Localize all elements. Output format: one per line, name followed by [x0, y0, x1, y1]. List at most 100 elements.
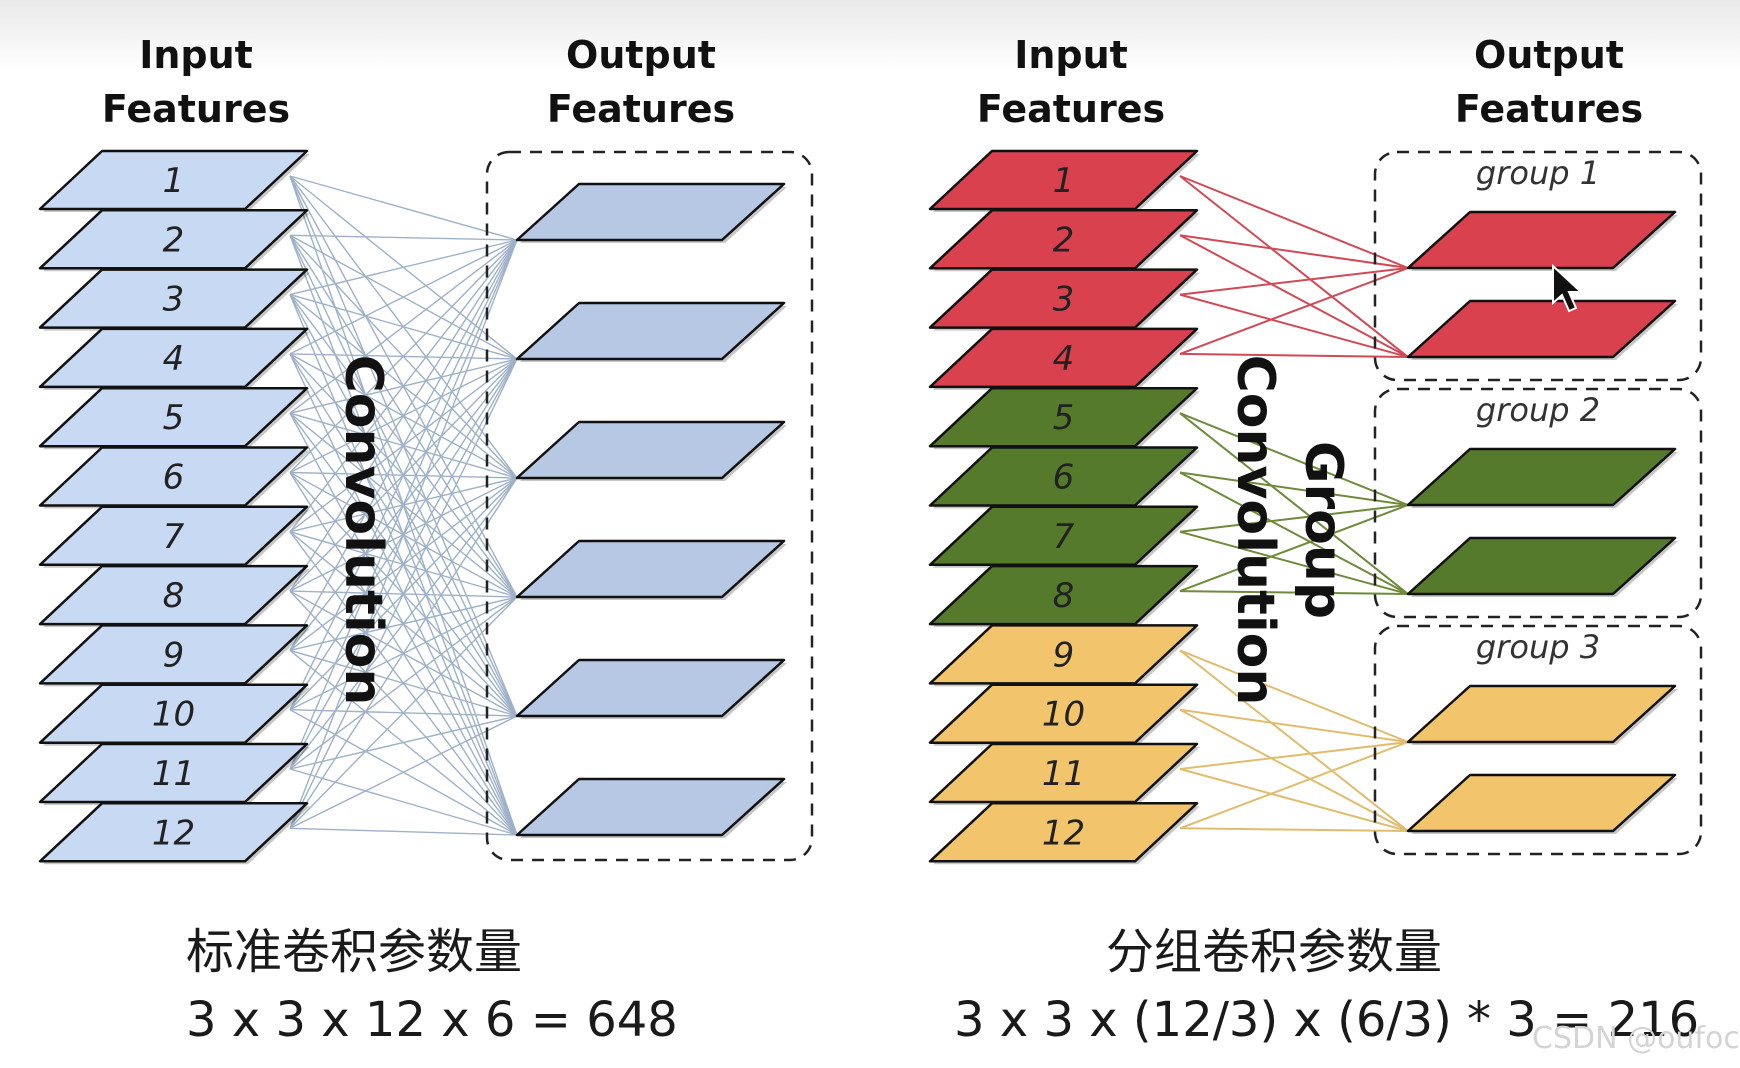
- right-input-feature-map: [928, 386, 1199, 448]
- right-input-number: 1: [1053, 161, 1075, 201]
- group-connection-line: [1179, 708, 1409, 832]
- right-output-title-line1: Output: [1474, 33, 1624, 77]
- left-output-feature-map: [515, 301, 786, 361]
- connection-line: [289, 768, 518, 836]
- right-caption: 分组卷积参数量: [1106, 924, 1442, 980]
- left-input-feature-map: [38, 327, 309, 389]
- right-input-feature-map: [928, 683, 1199, 744]
- cursor-icon: [1552, 263, 1584, 313]
- connection-line: [289, 239, 518, 533]
- left-input-number: 3: [163, 280, 185, 320]
- left-input-feature-map: [38, 386, 309, 448]
- right-input-feature-map: [928, 327, 1199, 389]
- right-output-stack: [1406, 210, 1678, 834]
- right-input-number: 5: [1053, 398, 1075, 438]
- left-input-feature-map: [38, 149, 309, 211]
- right-input-feature-map: [928, 742, 1199, 804]
- right-input-number: 9: [1053, 635, 1075, 675]
- left-output-feature-map: [515, 420, 786, 480]
- left-lines: [289, 175, 518, 836]
- left-input-number: 4: [163, 339, 185, 379]
- left-input-number: 2: [163, 220, 185, 260]
- left-input-title-line1: Input: [139, 33, 253, 77]
- group-connection-line: [1179, 175, 1409, 358]
- connection-line: [289, 596, 518, 829]
- connection-line: [289, 715, 518, 770]
- connection-line: [289, 239, 518, 592]
- left-output-feature-map: [515, 182, 786, 242]
- group-connection-line: [1179, 234, 1409, 358]
- group-connection-line: [1179, 504, 1409, 593]
- left-input-feature-map: [38, 624, 309, 685]
- right-input-number: 10: [1042, 695, 1085, 735]
- group-output-feature-map: [1406, 299, 1677, 359]
- left-operation-label: Convolution: [333, 355, 393, 706]
- connection-line: [289, 239, 518, 414]
- right-input-feature-map: [928, 802, 1199, 863]
- left-input-feature-map: [38, 505, 309, 567]
- group-label: group 2: [1476, 391, 1600, 429]
- group-connection-line: [1179, 471, 1409, 595]
- connection-line: [289, 358, 518, 829]
- left-input-feature-map: [38, 683, 309, 744]
- group-connection-line: [1179, 412, 1409, 506]
- left-input-title-line2: Features: [102, 87, 290, 131]
- right-input-number: 3: [1053, 280, 1075, 320]
- connection-line: [289, 239, 518, 355]
- connection-line: [289, 239, 518, 711]
- connection-line: [289, 596, 518, 770]
- group-connection-line: [1179, 471, 1409, 506]
- right-input-feature-map: [928, 149, 1199, 211]
- connection-line: [289, 239, 518, 829]
- left-input-feature-map: [38, 802, 309, 863]
- connection-line: [289, 477, 518, 770]
- group-connection-line: [1179, 175, 1409, 269]
- connection-line: [289, 234, 518, 241]
- connection-line: [289, 239, 518, 296]
- group-output-feature-map: [1406, 447, 1677, 507]
- right-input-feature-map: [928, 564, 1199, 626]
- left-input-number: 1: [163, 161, 185, 201]
- group-connection-line: [1179, 352, 1409, 358]
- group-connection-line: [1179, 234, 1409, 269]
- connection-line: [289, 715, 518, 829]
- left-input-number: 12: [152, 813, 195, 853]
- connection-line: [289, 358, 518, 770]
- connection-line: [289, 827, 518, 836]
- group-connection-line: [1179, 293, 1409, 358]
- group-connection-line: [1179, 267, 1409, 355]
- group-connection-line: [1179, 741, 1409, 830]
- left-input-feature-map: [38, 446, 309, 507]
- right-input-number: 12: [1042, 813, 1085, 853]
- left-caption: 标准卷积参数量: [186, 924, 522, 980]
- top-shade: [0, 0, 1740, 70]
- left-input-number: 11: [152, 754, 195, 794]
- left-input-number: 10: [152, 695, 195, 735]
- group-connection-line: [1179, 530, 1409, 595]
- right-input-number: 11: [1042, 754, 1085, 794]
- right-input-feature-map: [928, 209, 1199, 270]
- connection-line: [289, 239, 518, 473]
- left-output-stack: [515, 182, 787, 838]
- left-output-title-line1: Output: [566, 33, 716, 77]
- group-connection-line: [1179, 504, 1409, 533]
- group-connection-line: [1179, 267, 1409, 296]
- right-input-feature-map: [928, 268, 1199, 329]
- group-label: group 1: [1476, 154, 1600, 192]
- right-operation-label-group: Group: [1293, 441, 1353, 619]
- group-box: [1373, 624, 1703, 856]
- group-box: [1373, 387, 1703, 619]
- group-output-feature-map: [1406, 536, 1677, 596]
- left-output-feature-map: [515, 658, 786, 718]
- left-input-number: 5: [163, 398, 185, 438]
- left-input-number: 7: [163, 517, 185, 557]
- group-connection-line: [1179, 412, 1409, 595]
- right-input-title-line2: Features: [977, 87, 1165, 131]
- right-input-feature-map: [928, 446, 1199, 507]
